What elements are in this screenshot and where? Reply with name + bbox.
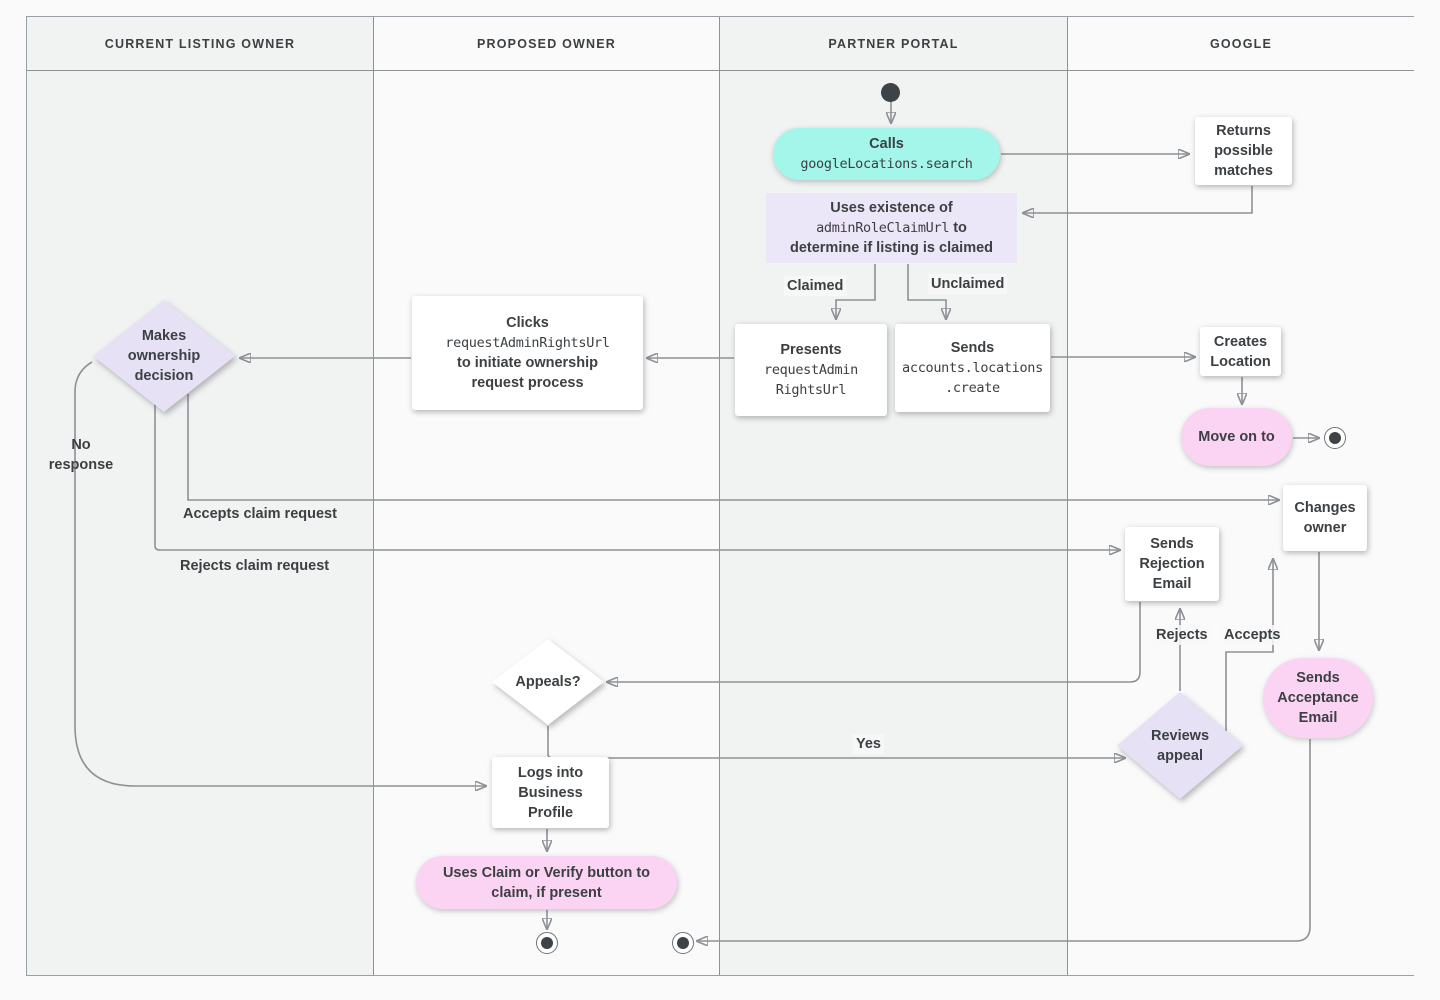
node-label: Sends Acceptance Email (1277, 670, 1359, 726)
note-line2: adminRoleClaimUrl to (816, 218, 967, 238)
node-title: Calls (869, 136, 904, 152)
edge-label-no-response: No response (48, 437, 114, 473)
end-node-dot (677, 937, 689, 949)
node-code: googleLocations.search (800, 156, 973, 172)
node-code-line1: requestAdmin (764, 362, 858, 378)
lane-current-listing-owner: CURRENT LISTING OWNER (27, 17, 374, 975)
node-title: Clicks (506, 315, 549, 331)
lane-header-current-listing-owner: CURRENT LISTING OWNER (27, 17, 373, 71)
start-node (881, 83, 900, 102)
node-title: Sends (950, 340, 995, 356)
lane-header-google: GOOGLE (1068, 17, 1414, 71)
note-line1: Uses existence of (830, 200, 953, 216)
note-line3: determine if listing is claimed (789, 240, 994, 256)
node-code-line2: RightsUrl (775, 382, 847, 398)
edge-label-unclaimed: Unclaimed (928, 274, 1008, 294)
end-node-move-on (1324, 427, 1346, 449)
node-code-line2: .create (945, 380, 1000, 396)
note-code: adminRoleClaimUrl (816, 220, 950, 236)
node-uses-existence-adminroleclaimurl: Uses existence of adminRoleClaimUrl to d… (766, 193, 1017, 263)
node-uses-claim-or-verify-button: Uses Claim or Verify button to claim, if… (416, 856, 677, 909)
node-code: requestAdminRightsUrl (445, 335, 610, 351)
node-label: Returns possible matches (1214, 123, 1273, 179)
node-label: Appeals? (515, 674, 581, 690)
node-changes-owner: Changes owner (1283, 485, 1367, 551)
node-sends-accounts-locations-create: Sends accounts.locations .create (895, 324, 1050, 412)
node-returns-possible-matches: Returns possible matches (1195, 117, 1292, 185)
node-title: Presents (780, 342, 842, 358)
node-label: Reviews appeal (1150, 727, 1210, 764)
node-makes-ownership-decision: Makes ownership decision (93, 300, 235, 412)
node-appeals-decision: Appeals? (492, 639, 604, 725)
end-node-dot (1329, 432, 1341, 444)
node-sends-rejection-email: Sends Rejection Email (1125, 527, 1219, 601)
node-clicks-requestadminrightsurl: Clicks requestAdminRightsUrl to initiate… (412, 296, 643, 410)
node-label: Makes ownership decision (127, 328, 201, 384)
node-logs-into-business-profile: Logs into Business Profile (492, 757, 609, 828)
node-label: Uses Claim or Verify button to claim, if… (442, 864, 651, 901)
node-move-on-to: Move on to (1181, 408, 1292, 466)
node-label: Changes owner (1294, 500, 1356, 536)
node-label: Move on to (1198, 429, 1275, 445)
node-label: Sends Rejection Email (1139, 536, 1205, 592)
lane-header-proposed-owner: PROPOSED OWNER (374, 17, 719, 71)
edge-label-yes: Yes (853, 734, 884, 754)
lane-proposed-owner: PROPOSED OWNER (374, 17, 720, 975)
node-code-line1: accounts.locations (902, 360, 1043, 376)
node-label: Logs into Business Profile (517, 764, 584, 821)
edge-label-accepts: Accepts (1221, 625, 1284, 645)
node-calls-googlelocations-search: Calls googleLocations.search (773, 128, 1000, 180)
note-line2-suffix: to (953, 220, 967, 236)
end-node-acceptance (672, 932, 694, 954)
edge-label-claimed: Claimed (784, 276, 847, 296)
end-node-dot (541, 937, 553, 949)
lane-header-partner-portal: PARTNER PORTAL (720, 17, 1067, 71)
node-rest: to initiate ownership request process (457, 355, 598, 391)
node-creates-location: Creates Location (1200, 327, 1281, 376)
node-label: Creates Location (1210, 333, 1271, 370)
edge-label-rejects: Rejects (1153, 625, 1211, 645)
end-node-claim (536, 932, 558, 954)
node-presents-requestadminrightsurl: Presents requestAdmin RightsUrl (735, 324, 887, 416)
edge-label-rejects-claim-request: Rejects claim request (180, 558, 330, 574)
node-reviews-appeal: Reviews appeal (1117, 692, 1243, 799)
node-sends-acceptance-email: Sends Acceptance Email (1263, 658, 1373, 738)
edge-label-accepts-claim-request: Accepts claim request (183, 506, 337, 522)
